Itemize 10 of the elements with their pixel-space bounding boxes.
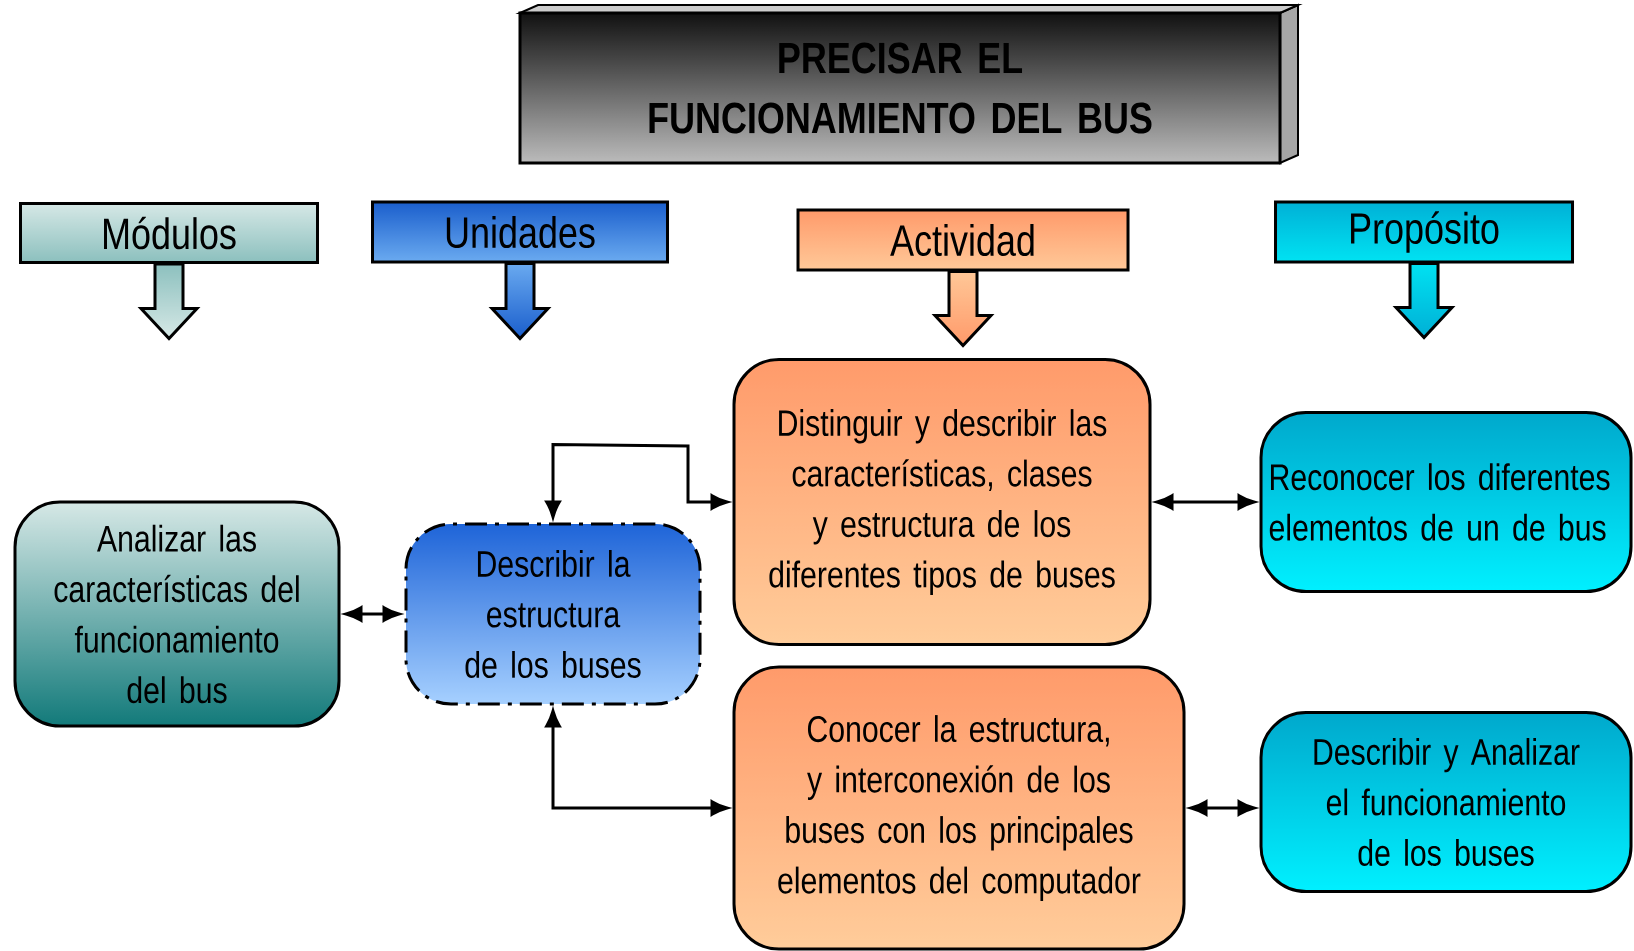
rounded-box: Analizar las características del funcionamiento del bus: [13, 500, 341, 728]
block-arrow: [931, 270, 995, 348]
block-arrow: [137, 262, 201, 341]
block-arrow: [488, 262, 552, 341]
dashed-rounded-box: Describir la estructura de los buses: [404, 522, 702, 706]
rounded-box: Conocer la estructura, y interconexión de los buses con los principales elementos del computador: [732, 665, 1186, 951]
rounded-box: Distinguir y describir las características, clases y estructura de los diferentes tipos de buses: [732, 358, 1152, 646]
block-arrow: [1392, 262, 1456, 340]
rounded-box: Reconocer los diferentes elementos de un de bus: [1259, 411, 1633, 593]
rounded-box: Describir y Analizar el funcionamiento de los buses: [1259, 711, 1633, 893]
